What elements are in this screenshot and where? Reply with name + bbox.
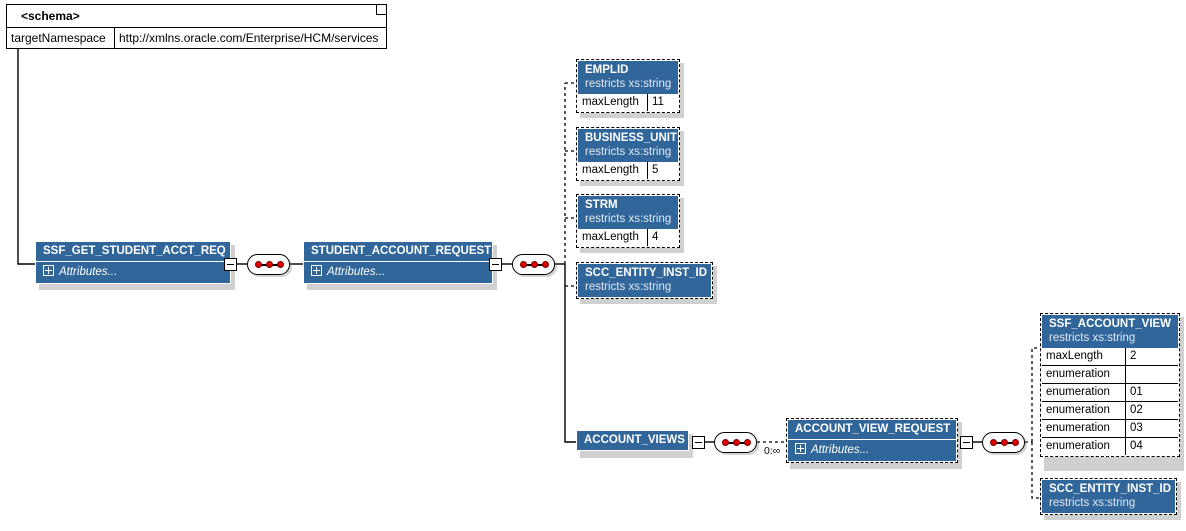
node-name: ACCOUNT_VIEWS [584,434,685,446]
node-restriction: restricts xs:string [1049,332,1136,344]
node-name: BUSINESS_UNIT [585,132,678,144]
node-header: SSF_ACCOUNT_VIEW restricts xs:string [1042,315,1178,348]
node-header: SCC_ENTITY_INST_ID restricts xs:string [1042,480,1175,513]
facet-row: enumeration 01 [1042,384,1178,402]
node-restriction: restricts xs:string [585,213,672,225]
sequence-compositor-icon[interactable] [247,254,290,275]
node-scc-entity-inst-id-2[interactable]: SCC_ENTITY_INST_ID restricts xs:string [1040,478,1177,515]
schema-attribute-key: targetNamespace [7,28,115,48]
facet-table: maxLength 2 enumeration enumeration 01 e… [1042,348,1178,455]
node-name: STUDENT_ACCOUNT_REQUEST [311,245,492,257]
node-business-unit[interactable]: BUSINESS_UNIT restricts xs:string maxLen… [576,127,680,181]
page-corner-icon [376,5,386,15]
node-account-views[interactable]: ACCOUNT_VIEWS [576,430,689,451]
node-account-view-request[interactable]: ACCOUNT_VIEW_REQUEST Attributes... [786,418,958,463]
node-header: ACCOUNT_VIEW_REQUEST [788,420,956,439]
facet-value: 11 [652,96,664,108]
facet-table: maxLength 4 [578,229,678,246]
facet-row: maxLength 4 [578,229,678,246]
node-name: EMPLID [585,64,629,76]
sequence-compositor-icon[interactable] [982,432,1025,453]
plus-box-icon[interactable] [43,265,54,276]
collapse-toggle-account-view-request[interactable] [960,436,973,449]
facet-row: maxLength 11 [578,94,678,111]
facet-table: maxLength 5 [578,162,678,179]
facet-value: 02 [1130,404,1143,416]
node-header: SSF_GET_STUDENT_ACCT_REQ [36,242,230,261]
node-header: STUDENT_ACCOUNT_REQUEST [304,242,492,261]
schema-attribute-value: http://xmlns.oracle.com/Enterprise/HCM/s… [119,31,379,45]
node-header: BUSINESS_UNIT restricts xs:string [578,129,678,162]
facet-key: enumeration [1042,402,1126,419]
node-header: STRM restricts xs:string [578,196,678,229]
node-header: ACCOUNT_VIEWS [577,431,688,450]
facet-value: 5 [652,164,659,176]
node-strm[interactable]: STRM restricts xs:string maxLength 4 [576,194,680,248]
node-restriction: restricts xs:string [585,78,672,90]
node-ssf-get-student-acct-req[interactable]: SSF_GET_STUDENT_ACCT_REQ Attributes... [35,241,231,284]
node-restriction: restricts xs:string [1049,497,1136,509]
facet-key: maxLength [578,229,648,246]
facet-value: 04 [1130,440,1143,452]
line-trunk-to-account-views [564,264,576,443]
collapse-toggle-root[interactable] [224,258,237,271]
facet-key: enumeration [1042,438,1126,455]
collapse-toggle-account-views[interactable] [692,436,705,449]
facet-table: maxLength 11 [578,94,678,111]
facet-row: maxLength 2 [1042,348,1178,366]
facet-row: enumeration [1042,366,1178,384]
sequence-compositor-icon[interactable] [512,254,555,275]
facet-row: enumeration 03 [1042,420,1178,438]
node-header: EMPLID restricts xs:string [578,61,678,94]
facet-row: enumeration 02 [1042,402,1178,420]
node-header: SCC_ENTITY_INST_ID restricts xs:string [578,264,711,297]
facet-key: maxLength [1042,348,1126,365]
attributes-row[interactable]: Attributes... [36,261,230,283]
facet-key: maxLength [578,94,648,111]
node-name: STRM [585,199,618,211]
facet-row: enumeration 04 [1042,438,1178,455]
schema-box[interactable]: <schema> targetNamespace http://xmlns.or… [6,4,387,49]
node-name: SSF_ACCOUNT_VIEW [1049,318,1172,330]
facet-value: 4 [652,231,659,243]
node-emplid[interactable]: EMPLID restricts xs:string maxLength 11 [576,59,680,113]
line-schema-to-root [17,46,35,265]
facet-value: 03 [1130,422,1143,434]
attributes-row[interactable]: Attributes... [788,439,956,461]
cardinality-label: 0:∞ [764,445,781,457]
node-name: ACCOUNT_VIEW_REQUEST [795,423,951,435]
attributes-label: Attributes... [59,266,118,278]
sequence-compositor-icon[interactable] [714,432,757,453]
schema-attribute-row: targetNamespace http://xmlns.oracle.com/… [7,28,386,48]
node-scc-entity-inst-id[interactable]: SCC_ENTITY_INST_ID restricts xs:string [576,262,713,299]
node-restriction: restricts xs:string [585,146,672,158]
line-branch-scc-entity-2 [1031,442,1040,499]
facet-value: 01 [1130,386,1143,398]
node-name: SSF_GET_STUDENT_ACCT_REQ [43,245,226,257]
node-name: SCC_ENTITY_INST_ID [1049,483,1172,495]
attributes-row[interactable]: Attributes... [304,261,492,283]
node-ssf-account-view[interactable]: SSF_ACCOUNT_VIEW restricts xs:string max… [1040,313,1180,457]
plus-box-icon[interactable] [311,265,322,276]
line-branch-ssf-account-view [1031,347,1040,442]
attributes-label: Attributes... [327,266,386,278]
facet-key: maxLength [578,162,648,179]
facet-key: enumeration [1042,384,1126,401]
facet-row: maxLength 5 [578,162,678,179]
facet-key: enumeration [1042,420,1126,437]
facet-value [1126,366,1178,383]
facet-key: enumeration [1042,366,1126,383]
node-student-account-request[interactable]: STUDENT_ACCOUNT_REQUEST Attributes... [303,241,493,284]
attributes-label: Attributes... [811,444,870,456]
schema-title: <schema> [7,5,386,28]
facet-value: 2 [1130,350,1137,362]
node-name: SCC_ENTITY_INST_ID [585,267,708,279]
node-restriction: restricts xs:string [585,281,672,293]
plus-box-icon[interactable] [795,443,806,454]
collapse-toggle-student-account-request[interactable] [489,258,502,271]
